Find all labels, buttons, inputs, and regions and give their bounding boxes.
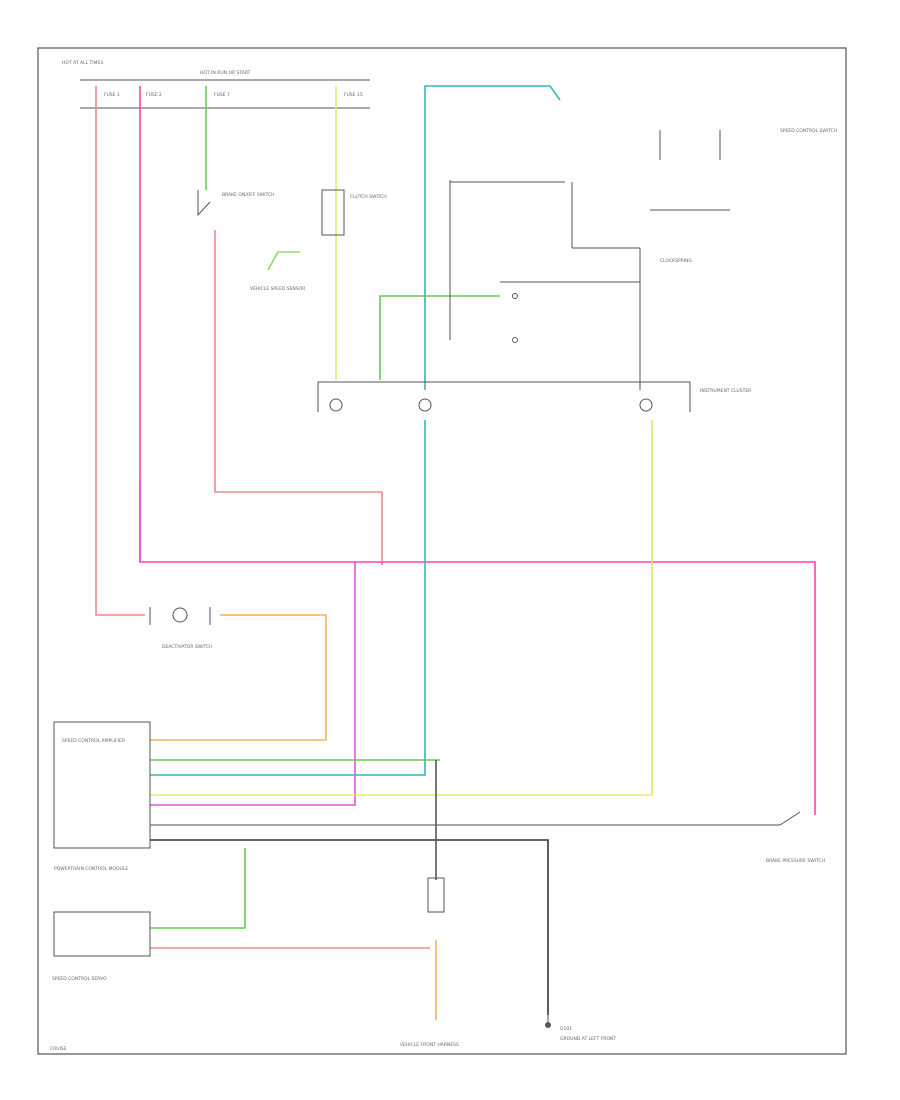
steering-switch-label: SPEED CONTROL SWITCH xyxy=(780,128,837,134)
fuse-2-label: FUSE 2 xyxy=(146,92,162,98)
speed-sensor-label: VEHICLE SPEED SENSOR xyxy=(250,286,305,292)
corner-label: CRUISE xyxy=(50,1046,67,1052)
brake-switch: BRAKE ON/OFF SWITCH xyxy=(197,190,275,217)
brake-pressure-switch: BRAKE PRESSURE SWITCH xyxy=(766,811,825,864)
pcm-label: POWERTRAIN CONTROL MODULE xyxy=(54,866,128,872)
speed-control-label: SPEED CONTROL AMPLIFIER xyxy=(62,738,125,744)
brake-pressure-label: BRAKE PRESSURE SWITCH xyxy=(766,858,825,864)
wire-pink xyxy=(139,86,816,815)
center-relay xyxy=(427,877,445,913)
speed-control-amplifier: SPEED CONTROL AMPLIFIER POWERTRAIN CONTR… xyxy=(53,721,151,872)
fuse-bus: HOT AT ALL TIMES HOT IN RUN OR START FUS… xyxy=(62,60,370,109)
wire-green-speed xyxy=(267,251,300,271)
diagram-frame xyxy=(37,47,847,1055)
clutch-switch-label: CLUTCH SWITCH xyxy=(350,194,387,200)
fuse-15-label: FUSE 15 xyxy=(344,92,363,98)
ground-label: G101 xyxy=(560,1026,572,1032)
fuse-1-label: FUSE 1 xyxy=(104,92,120,98)
ground: G101 GROUND AT LEFT FRONT xyxy=(545,1015,616,1042)
footer-label: VEHICLE FRONT HARNESS xyxy=(400,1042,459,1048)
wire-red-left xyxy=(95,86,145,616)
fuse-7-label: FUSE 7 xyxy=(214,92,230,98)
clockspring-label: CLOCKSPRING xyxy=(660,258,693,264)
wire-black-bottom xyxy=(150,839,549,1015)
ground-bottom-label: GROUND AT LEFT FRONT xyxy=(560,1036,616,1042)
deactivator-label: DEACTIVATOR SWITCH xyxy=(162,644,213,650)
deactivator: DEACTIVATOR SWITCH xyxy=(149,607,213,650)
wire-magenta xyxy=(139,480,356,806)
wire-green-cluster xyxy=(379,295,500,380)
speed-control-servo: SPEED CONTROL SERVO xyxy=(52,911,151,982)
run-start-label: HOT IN RUN OR START xyxy=(200,70,251,76)
wire-red-mid xyxy=(214,230,383,565)
speed-servo-label: SPEED CONTROL SERVO xyxy=(52,976,107,982)
wire-yellow-right xyxy=(150,420,653,796)
brake-switch-label: BRAKE ON/OFF SWITCH xyxy=(222,192,275,198)
instrument-cluster-label: INSTRUMENT CLUSTER xyxy=(700,388,751,394)
wire-teal xyxy=(424,85,561,390)
hot-fuse-label: HOT AT ALL TIMES xyxy=(62,60,103,66)
wire-orange xyxy=(150,614,327,741)
wire-teal-down xyxy=(150,420,426,776)
clutch-switch: CLUTCH SWITCH xyxy=(321,189,387,236)
steering-switch-block: SPEED CONTROL SWITCH CLOCKSPRING xyxy=(449,128,837,390)
cluster-connector: INSTRUMENT CLUSTER xyxy=(317,381,751,412)
wire-servo-green xyxy=(150,848,246,929)
